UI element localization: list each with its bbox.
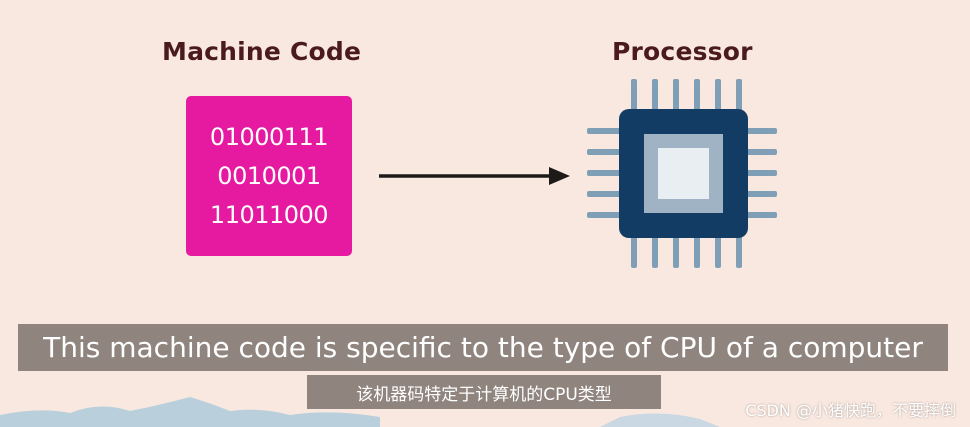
machine-code-line: 01000111	[209, 122, 329, 151]
machine-code-line: 0010001	[217, 161, 321, 190]
processor-title: Processor	[612, 37, 753, 66]
machine-code-line: 11011000	[209, 200, 329, 229]
english-subtitle: This machine code is specific to the typ…	[18, 324, 948, 371]
background-hills	[0, 397, 720, 427]
watermark: CSDN @小猪快跑，不要摔倒	[745, 401, 956, 420]
machine-code-box: 01000111 0010001 11011000	[186, 96, 352, 256]
machine-code-title: Machine Code	[162, 37, 362, 66]
cpu-chip-icon	[587, 79, 777, 268]
chinese-subtitle: 该机器码特定于计算机的CPU类型	[307, 375, 661, 409]
right-arrow-icon	[379, 167, 570, 185]
